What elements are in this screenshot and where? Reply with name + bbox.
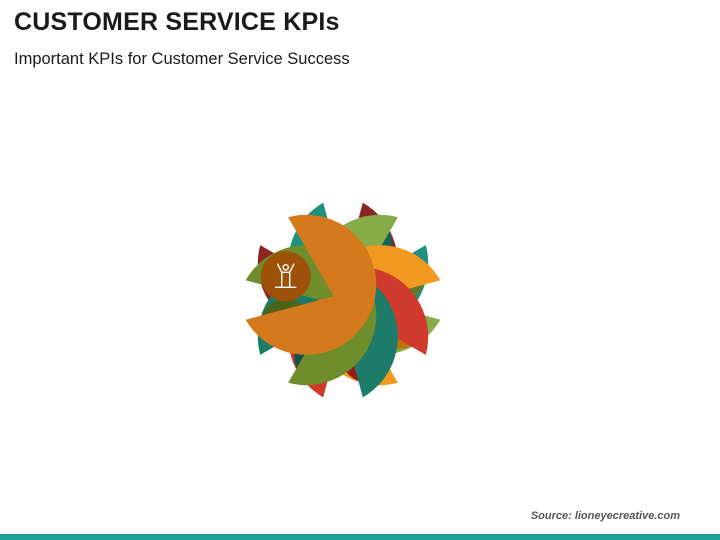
kpi-label-line: Time bbox=[192, 367, 220, 381]
kpi-label-line: (CES) bbox=[463, 367, 496, 381]
person-leaving-icon bbox=[275, 263, 297, 288]
kpi-label-line: Customer bbox=[178, 228, 234, 242]
kpi-label-line: Effort Score bbox=[445, 350, 514, 364]
kpi-label-line: Resolution bbox=[175, 350, 237, 364]
kpi-label-line: Satisfaction bbox=[366, 430, 434, 444]
kpi-label-line: Customer bbox=[258, 139, 314, 153]
petal-shape bbox=[245, 214, 377, 355]
page-subtitle: Important KPIs for Customer Service Succ… bbox=[14, 50, 350, 68]
kpi-label-line: Customer bbox=[372, 413, 428, 427]
kpi-label-line: Value (CLV) bbox=[447, 253, 513, 267]
source-credit: Source: lioneyecreative.com bbox=[530, 510, 680, 522]
kpi-label-line: Rate bbox=[273, 173, 299, 187]
kpi-label-line: Retention bbox=[259, 156, 314, 170]
kpi-label-line: Rate bbox=[387, 165, 413, 179]
icon-disc bbox=[260, 251, 311, 302]
page-title: CUSTOMER SERVICE KPIs bbox=[14, 8, 340, 36]
bottom-accent-bar bbox=[0, 534, 720, 540]
kpi-label-line: Customer bbox=[452, 333, 508, 347]
kpi-label-line: Customer bbox=[452, 219, 508, 233]
kpi-label-line: (CSAT) bbox=[380, 447, 420, 461]
kpi-label-line: Score (NPS) bbox=[252, 438, 321, 452]
kpi-label-line: Conversion bbox=[367, 148, 433, 162]
kpi-label-line: Lifetime bbox=[457, 236, 503, 250]
kpi-label-line: Average bbox=[183, 333, 230, 347]
kpi-label-line: Churn Rate bbox=[174, 245, 239, 259]
kpi-label-line: Net Promoter bbox=[248, 421, 324, 435]
